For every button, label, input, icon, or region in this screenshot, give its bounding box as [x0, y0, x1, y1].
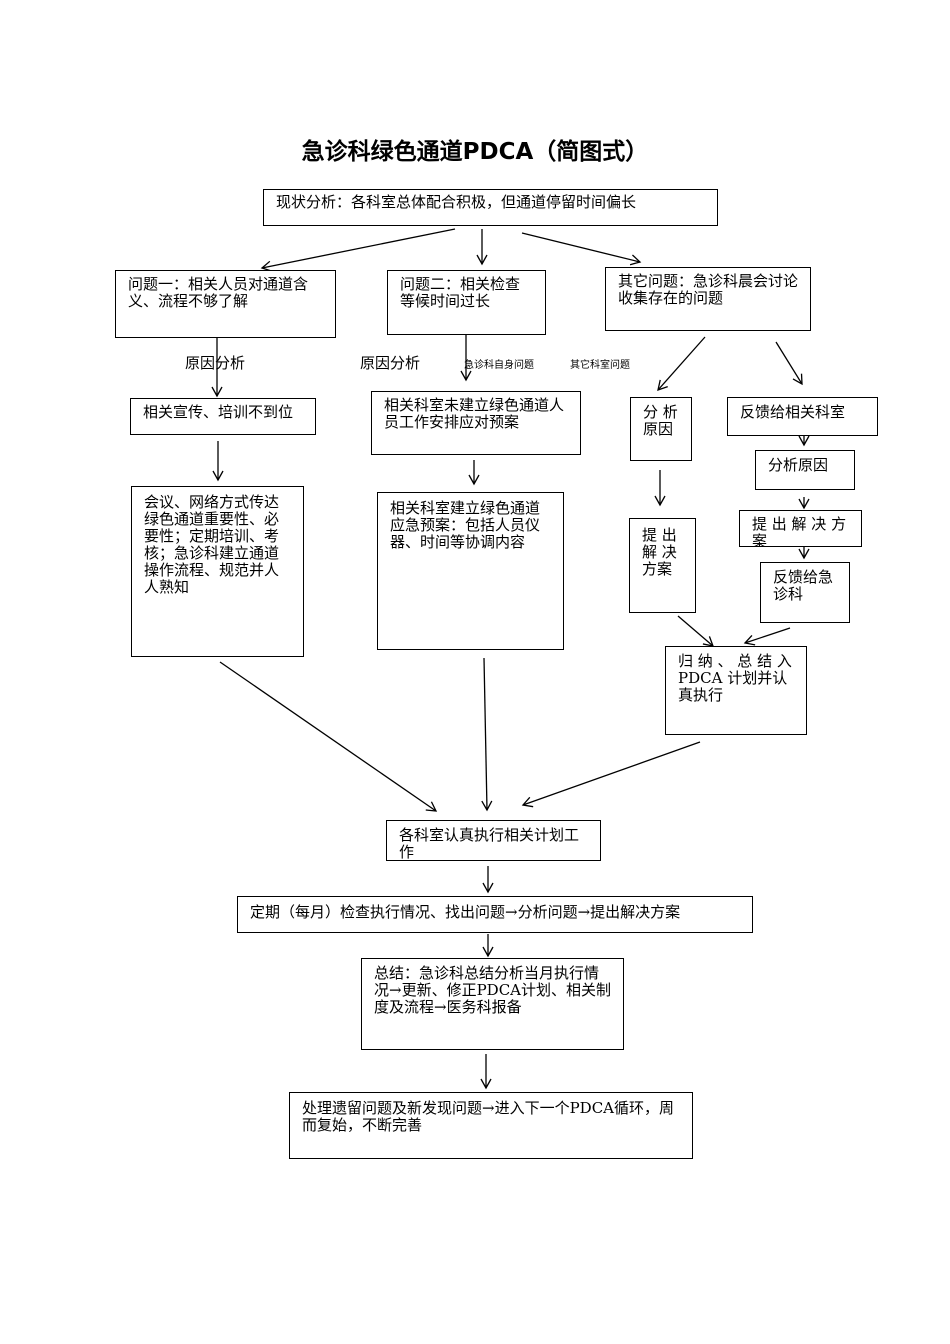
cause-analysis-label-1: 原因分析: [185, 354, 246, 372]
arrow-other-to-analyze: [657, 336, 706, 392]
cause2-box: 相关科室未建立绿色通道人员工作安排应对预案: [371, 391, 581, 455]
er-own-issue-label: 急诊科自身问题: [464, 360, 534, 371]
other-dept-issue-label: 其它科室问题: [570, 360, 630, 371]
arrow-summarize-to-execute: [521, 741, 701, 808]
summarize-box: 归 纳 、 总 结 入 PDCA 计划并认真执行: [665, 646, 807, 735]
cause-analysis-label-2: 原因分析: [360, 354, 421, 372]
propose-left-box: 提 出 解 决 方案: [629, 518, 696, 613]
arrow-solution2-to-execute: [481, 657, 493, 812]
arrow-status-to-problem1: [260, 228, 456, 272]
feedback-dept-box: 反馈给相关科室: [727, 397, 878, 436]
feedback-er-box: 反馈给急 诊科: [760, 562, 850, 623]
status-analysis-box: 现状分析：各科室总体配合积极，但通道停留时间偏长: [263, 189, 718, 226]
arrow-other-to-feedback: [775, 341, 803, 386]
check-box: 定期（每月）检查执行情况、找出问题→分析问题→提出解决方案: [237, 896, 753, 933]
cause1-box: 相关宣传、培训不到位: [130, 398, 316, 435]
problem-other-box: 其它问题：急诊科晨会讨论收集存在的问题: [605, 267, 811, 331]
page-title: 急诊科绿色通道PDCA（简图式）: [301, 139, 649, 165]
handle-box: 处理遗留问题及新发现问题→进入下一个PDCA循环，周而复始，不断完善: [289, 1092, 693, 1159]
solution1-box: 会议、网络方式传达绿色通道重要性、必要性；定期培训、考核；急诊科建立通道操作流程…: [131, 486, 304, 657]
arrow-status-to-other: [521, 232, 642, 266]
arrow-solution1-to-execute: [219, 661, 438, 812]
arrow-feedback-er-to-summarize: [743, 627, 791, 646]
execute-box: 各科室认真执行相关计划工作: [386, 820, 601, 861]
problem1-box: 问题一：相关人员对通道含义、流程不够了解: [115, 270, 336, 338]
conclusion-box: 总结：急诊科总结分析当月执行情况→更新、修正PDCA计划、相关制度及流程→医务科…: [361, 958, 624, 1050]
propose-right-box: 提 出 解 决 方 案: [739, 510, 862, 547]
analyze-cause-right-box: 分析原因: [755, 450, 855, 490]
solution2-box: 相关科室建立绿色通道应急预案：包括人员仪器、时间等协调内容: [377, 492, 564, 650]
problem2-box: 问题二：相关检查等候时间过长: [387, 270, 546, 335]
arrow-propose-left-to-summarize: [677, 615, 715, 647]
analyze-cause-left-box: 分 析 原因: [630, 397, 692, 461]
